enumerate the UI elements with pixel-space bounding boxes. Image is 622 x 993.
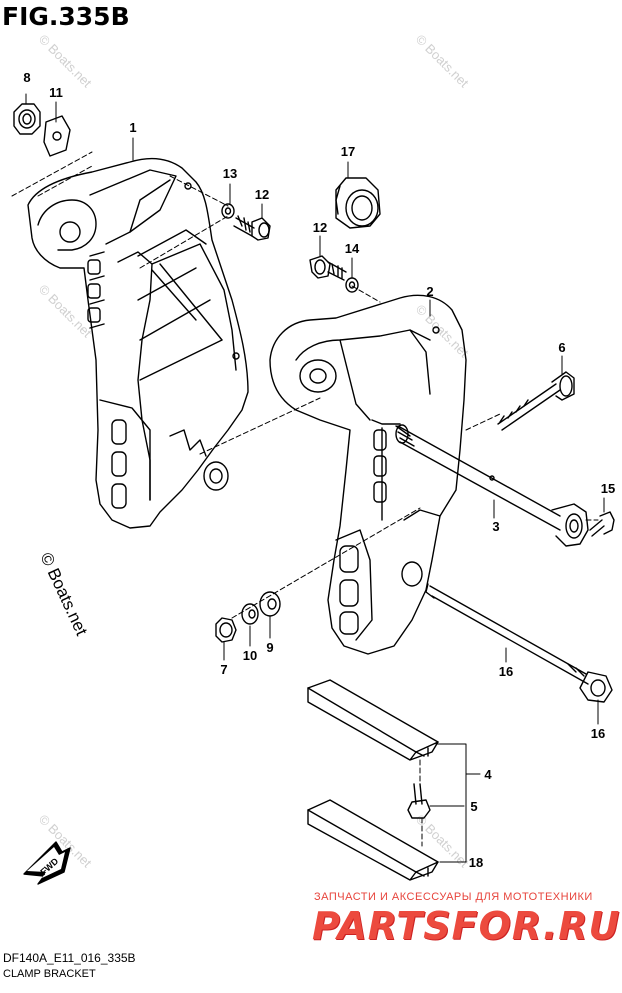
bolt-6 xyxy=(497,371,575,431)
watermark-group: © Boats.net © Boats.net © Boats.net © Bo… xyxy=(36,32,472,871)
callout-17: 17 xyxy=(341,144,355,159)
pad-4-lower xyxy=(307,799,439,881)
callout-8: 8 xyxy=(23,70,30,85)
callout-3: 3 xyxy=(492,519,499,534)
advert-tagline: ЗАПЧАСТИ И АКСЕССУАРЫ ДЛЯ МОТОТЕХНИКИ xyxy=(314,891,593,903)
dashed-lines xyxy=(11,151,599,847)
fwd-arrow xyxy=(23,841,71,885)
callout-16: 16 xyxy=(591,726,605,741)
callout-18: 18 xyxy=(469,855,483,870)
washer-13-lower-hole xyxy=(348,281,356,289)
callout-14: 15 xyxy=(601,481,615,496)
callout-6: 6 xyxy=(558,340,565,355)
watermark: © Boats.net xyxy=(413,302,472,361)
callout-13-upper: 13 xyxy=(223,166,237,181)
pad-4-upper xyxy=(307,679,439,761)
advert-logo[interactable]: PARTSFOR.RU xyxy=(312,904,621,948)
figure-title: FIG.335B xyxy=(2,2,130,31)
callout-7: 7 xyxy=(220,662,227,677)
watermark: © Boats.net xyxy=(36,282,95,341)
bolt-14 xyxy=(589,511,615,537)
reference-code: DF140A_E11_016_335B xyxy=(3,951,136,965)
callout-12-upper: 12 xyxy=(255,187,269,202)
bolt-12-lower xyxy=(309,255,347,281)
long-bolt-15 xyxy=(425,583,613,703)
watermark-large: © Boats.net xyxy=(36,550,91,639)
washer-10 xyxy=(241,603,259,625)
clamp-bracket-left xyxy=(27,157,249,529)
callout-2: 2 xyxy=(426,284,433,299)
callout-12-lower: 12 xyxy=(313,220,327,235)
washer-13-upper xyxy=(221,203,235,219)
clamp-bracket-right xyxy=(269,294,467,655)
watermark: © Boats.net xyxy=(413,32,472,91)
washer-13-lower xyxy=(345,277,359,293)
nut-8 xyxy=(13,103,41,135)
cap-17 xyxy=(335,177,381,229)
callout-11: 11 xyxy=(49,85,63,100)
callout-1: 1 xyxy=(129,120,136,135)
callout-10: 10 xyxy=(243,648,257,663)
callout-labels: 8 11 1 13 12 17 12 14 2 6 15 3 9 10 7 16… xyxy=(23,70,615,870)
watermark: © Boats.net xyxy=(36,32,95,91)
bolt-12-upper xyxy=(233,215,271,241)
callout-13-lower: 14 xyxy=(345,241,360,256)
leader-lines xyxy=(25,93,605,863)
figure-caption: CLAMP BRACKET xyxy=(3,968,96,980)
plate-11 xyxy=(43,115,71,157)
callout-4: 4 xyxy=(484,767,492,782)
callout-5: 5 xyxy=(470,799,477,814)
callout-15: 16 xyxy=(499,664,513,679)
screw-5 xyxy=(407,783,431,819)
washer-13-upper-hole xyxy=(224,207,232,215)
nut-7 xyxy=(215,617,237,643)
tilt-tube xyxy=(395,424,589,547)
callout-9: 9 xyxy=(266,640,273,655)
